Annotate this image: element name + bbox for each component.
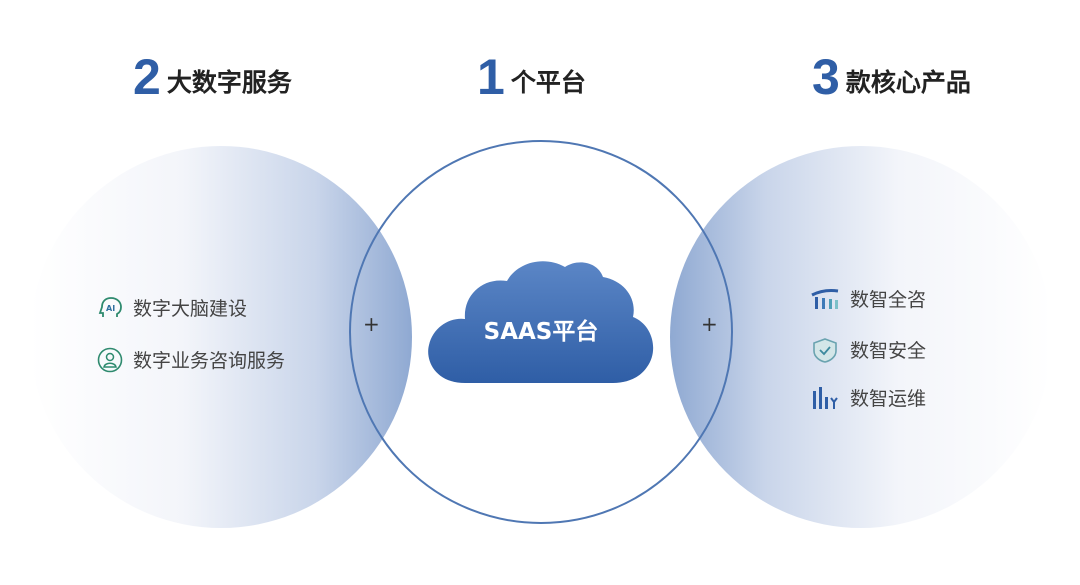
cloud-icon	[428, 261, 654, 383]
list-item: 数智全咨	[810, 285, 926, 312]
shield-check-icon	[813, 337, 837, 363]
heading-number: 3	[812, 49, 840, 105]
consultant-icon	[97, 347, 123, 372]
list-item: 数智安全	[810, 336, 926, 363]
saas-platform-label: SAAS平台	[483, 319, 599, 345]
heading-text: 款核心产品	[845, 68, 971, 97]
list-item: AI 数字大脑建设	[97, 294, 247, 321]
item-label: 数字业务咨询服务	[133, 350, 286, 372]
heading-number: 2	[133, 49, 161, 105]
plus-sign-left: +	[363, 312, 380, 336]
heading-text: 个平台	[510, 68, 586, 97]
services-circle	[30, 146, 412, 528]
heading-number: 1	[477, 49, 505, 105]
heading-text: 大数字服务	[166, 68, 292, 97]
ops-chart-icon	[813, 386, 838, 409]
ai-head-icon: AI	[98, 296, 122, 317]
item-label: 数智全咨	[850, 289, 927, 311]
bar-chart-icon	[811, 288, 839, 309]
item-label: 数字大脑建设	[133, 298, 248, 320]
svg-text:AI: AI	[106, 304, 115, 313]
list-item: 数字业务咨询服务	[97, 346, 285, 373]
platform-circle	[349, 140, 733, 524]
list-item: 数智运维	[810, 384, 926, 411]
item-label: 数智运维	[850, 388, 927, 410]
products-circle	[670, 146, 1052, 528]
plus-sign-right: +	[701, 312, 718, 336]
item-label: 数智安全	[850, 340, 927, 362]
